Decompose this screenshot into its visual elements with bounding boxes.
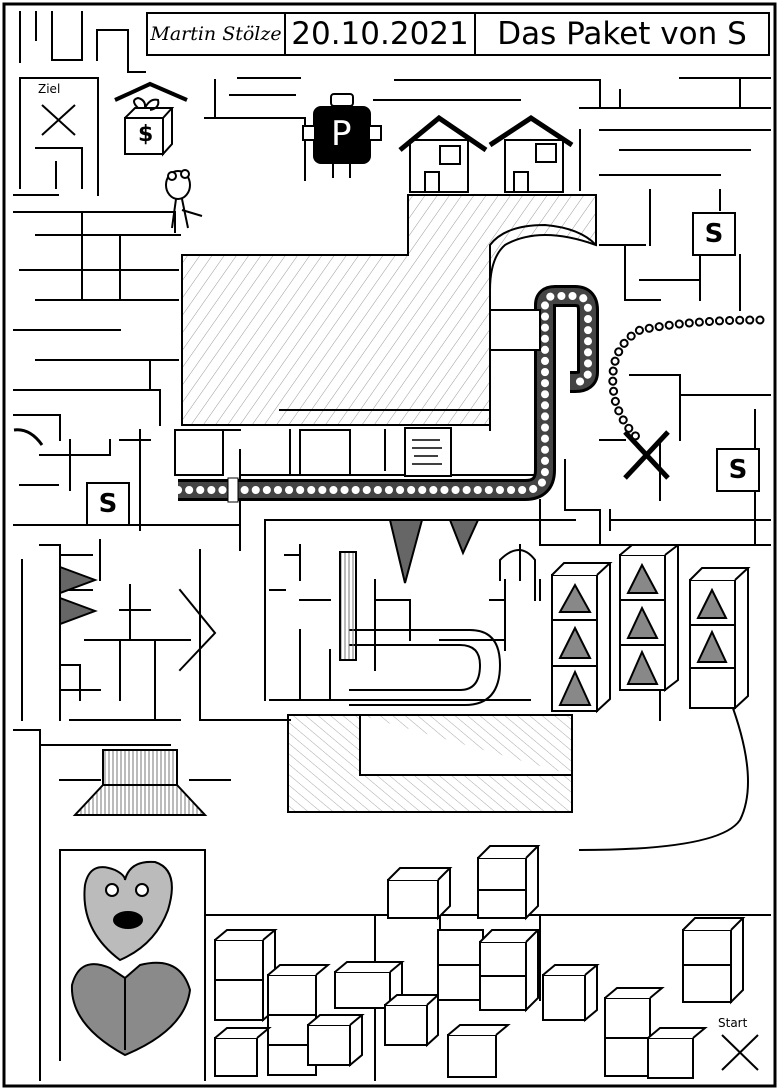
- arc-wall: [13, 428, 44, 446]
- start-label: Start: [718, 1016, 748, 1030]
- crate-stack: [551, 544, 751, 714]
- target-x-mark: [623, 430, 670, 480]
- hatched-lower-path: [287, 714, 573, 813]
- s-box-top-right: S: [692, 212, 736, 256]
- puzzle-title: Das Paket von S: [474, 12, 770, 56]
- s-box-left: S: [86, 482, 130, 526]
- author-signature: Martin Stölze: [146, 12, 286, 56]
- goal-label: Ziel: [38, 82, 61, 96]
- parcel-symbol: $: [138, 122, 154, 147]
- lamp-shade: [72, 749, 208, 816]
- start-x-mark: [721, 1034, 759, 1071]
- bottom-cubes: [214, 845, 746, 1079]
- bead-chain: [608, 315, 765, 445]
- curved-wall: [489, 223, 597, 290]
- parking-robot-icon: [302, 93, 382, 178]
- date-label: 20.10.2021: [284, 12, 476, 56]
- pillar: [339, 551, 357, 661]
- car-letter: P: [331, 114, 352, 154]
- heart-creature-icon: [70, 860, 192, 1057]
- s-box-mid-right: S: [716, 448, 760, 492]
- conveyor-belt: [174, 285, 599, 503]
- gift-box-icon: [114, 81, 188, 157]
- note-sheet: [404, 427, 452, 477]
- spike-triangles: [59, 519, 480, 626]
- frog-creature-icon: [165, 169, 203, 229]
- wall-blocks: [174, 309, 541, 476]
- house-icon: [398, 114, 574, 193]
- goal-x-mark: [41, 104, 76, 136]
